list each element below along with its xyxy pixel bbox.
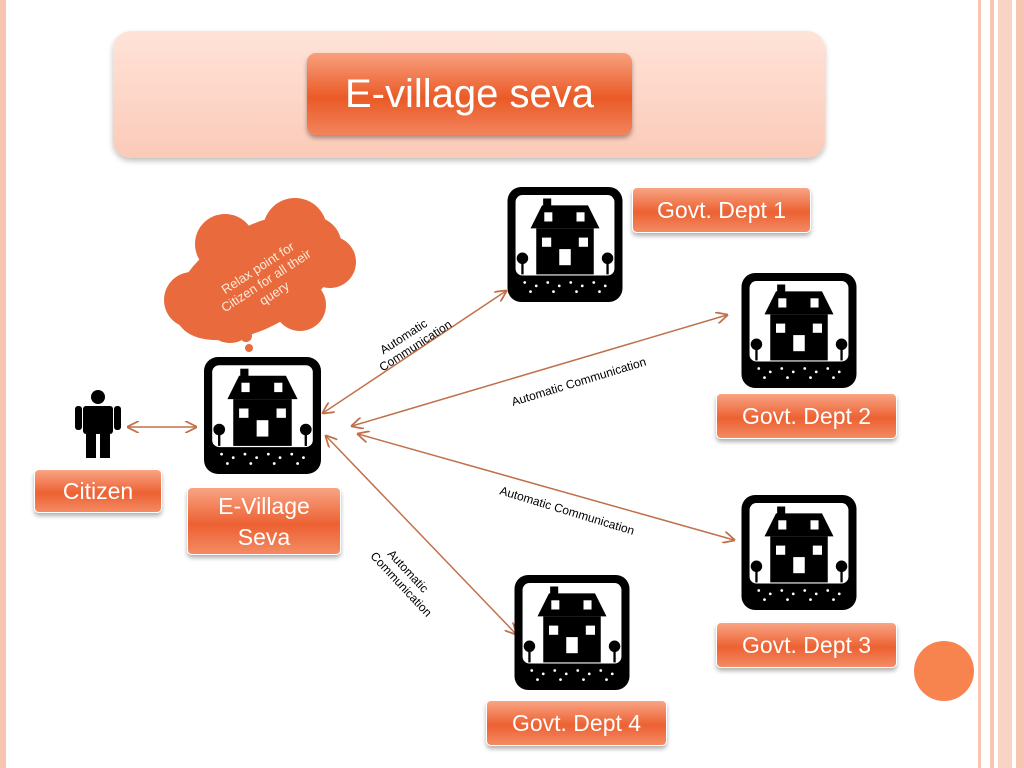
dept2-house-icon — [741, 273, 857, 388]
edge-label-dept2: Automatic Communication — [510, 355, 648, 409]
edge-label-dept4: Automatic Communication — [368, 539, 445, 619]
edge-hub-dept2 — [352, 315, 727, 426]
node-label-dept1: Govt. Dept 1 — [632, 187, 811, 233]
node-label-citizen: Citizen — [34, 469, 162, 513]
node-label-dept3: Govt. Dept 3 — [716, 622, 897, 668]
edge-hub-dept3 — [358, 434, 734, 540]
hub-label-line2: Seva — [237, 524, 291, 550]
edge-hub-dept4 — [326, 436, 516, 634]
dept3-house-icon — [741, 495, 857, 610]
thought-cloud — [164, 198, 356, 352]
page-title: E-village seva — [307, 53, 632, 135]
frame-left-stripe — [0, 0, 6, 768]
edge-label-dept3: Automatic Communication — [498, 483, 636, 537]
edge-label-dept1: Automatic Communication — [369, 305, 454, 374]
frame-right-stripes — [978, 0, 1024, 768]
node-label-dept4: Govt. Dept 4 — [486, 700, 667, 746]
hub-label-line1: E-Village — [218, 493, 310, 519]
citizen-person-icon — [75, 390, 121, 458]
node-label-hub: E-Village Seva — [187, 487, 341, 555]
node-label-dept2: Govt. Dept 2 — [716, 393, 897, 439]
dept4-house-icon — [514, 575, 630, 690]
decorative-orange-circle — [914, 641, 974, 701]
dept1-house-icon — [507, 187, 623, 302]
hub-house-icon — [204, 357, 321, 474]
